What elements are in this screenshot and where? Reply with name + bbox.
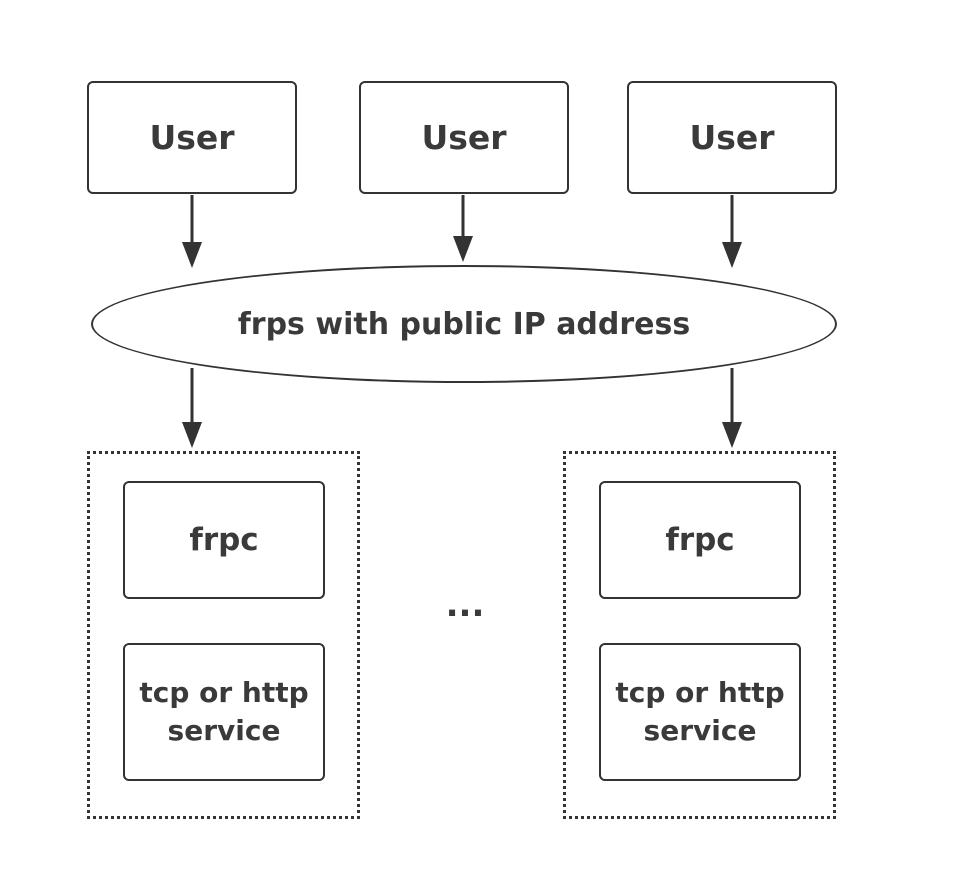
frpc-node-1: frpc: [123, 481, 325, 599]
arrowhead-user-2: [453, 236, 473, 262]
frps-server-node: frps with public IP address: [91, 265, 837, 383]
frps-server-label: frps with public IP address: [237, 306, 691, 342]
frpc-node-2: frpc: [599, 481, 801, 599]
user-node-2: User: [359, 81, 569, 194]
more-clients-ellipsis: ...: [445, 585, 485, 625]
user-node-1: User: [87, 81, 297, 194]
arrowhead-client-1: [182, 422, 202, 448]
user-node-label: User: [149, 118, 235, 157]
frpc-label: frpc: [665, 522, 735, 558]
service-label-line2: service: [167, 714, 281, 747]
arrowhead-user-3: [722, 242, 742, 268]
user-node-3: User: [627, 81, 837, 194]
service-label-line1: tcp or http: [139, 676, 309, 710]
service-node-2: tcp or http service: [599, 643, 801, 781]
client-group-2: [563, 451, 836, 819]
arrowhead-user-1: [182, 242, 202, 268]
frpc-label: frpc: [189, 522, 259, 558]
user-node-label: User: [689, 118, 775, 157]
arrowhead-client-2: [722, 422, 742, 448]
user-node-label: User: [421, 118, 507, 157]
service-node-1: tcp or http service: [123, 643, 325, 781]
service-label-line2: service: [643, 714, 757, 747]
service-label-line1: tcp or http: [615, 676, 785, 710]
client-group-1: [87, 451, 360, 819]
